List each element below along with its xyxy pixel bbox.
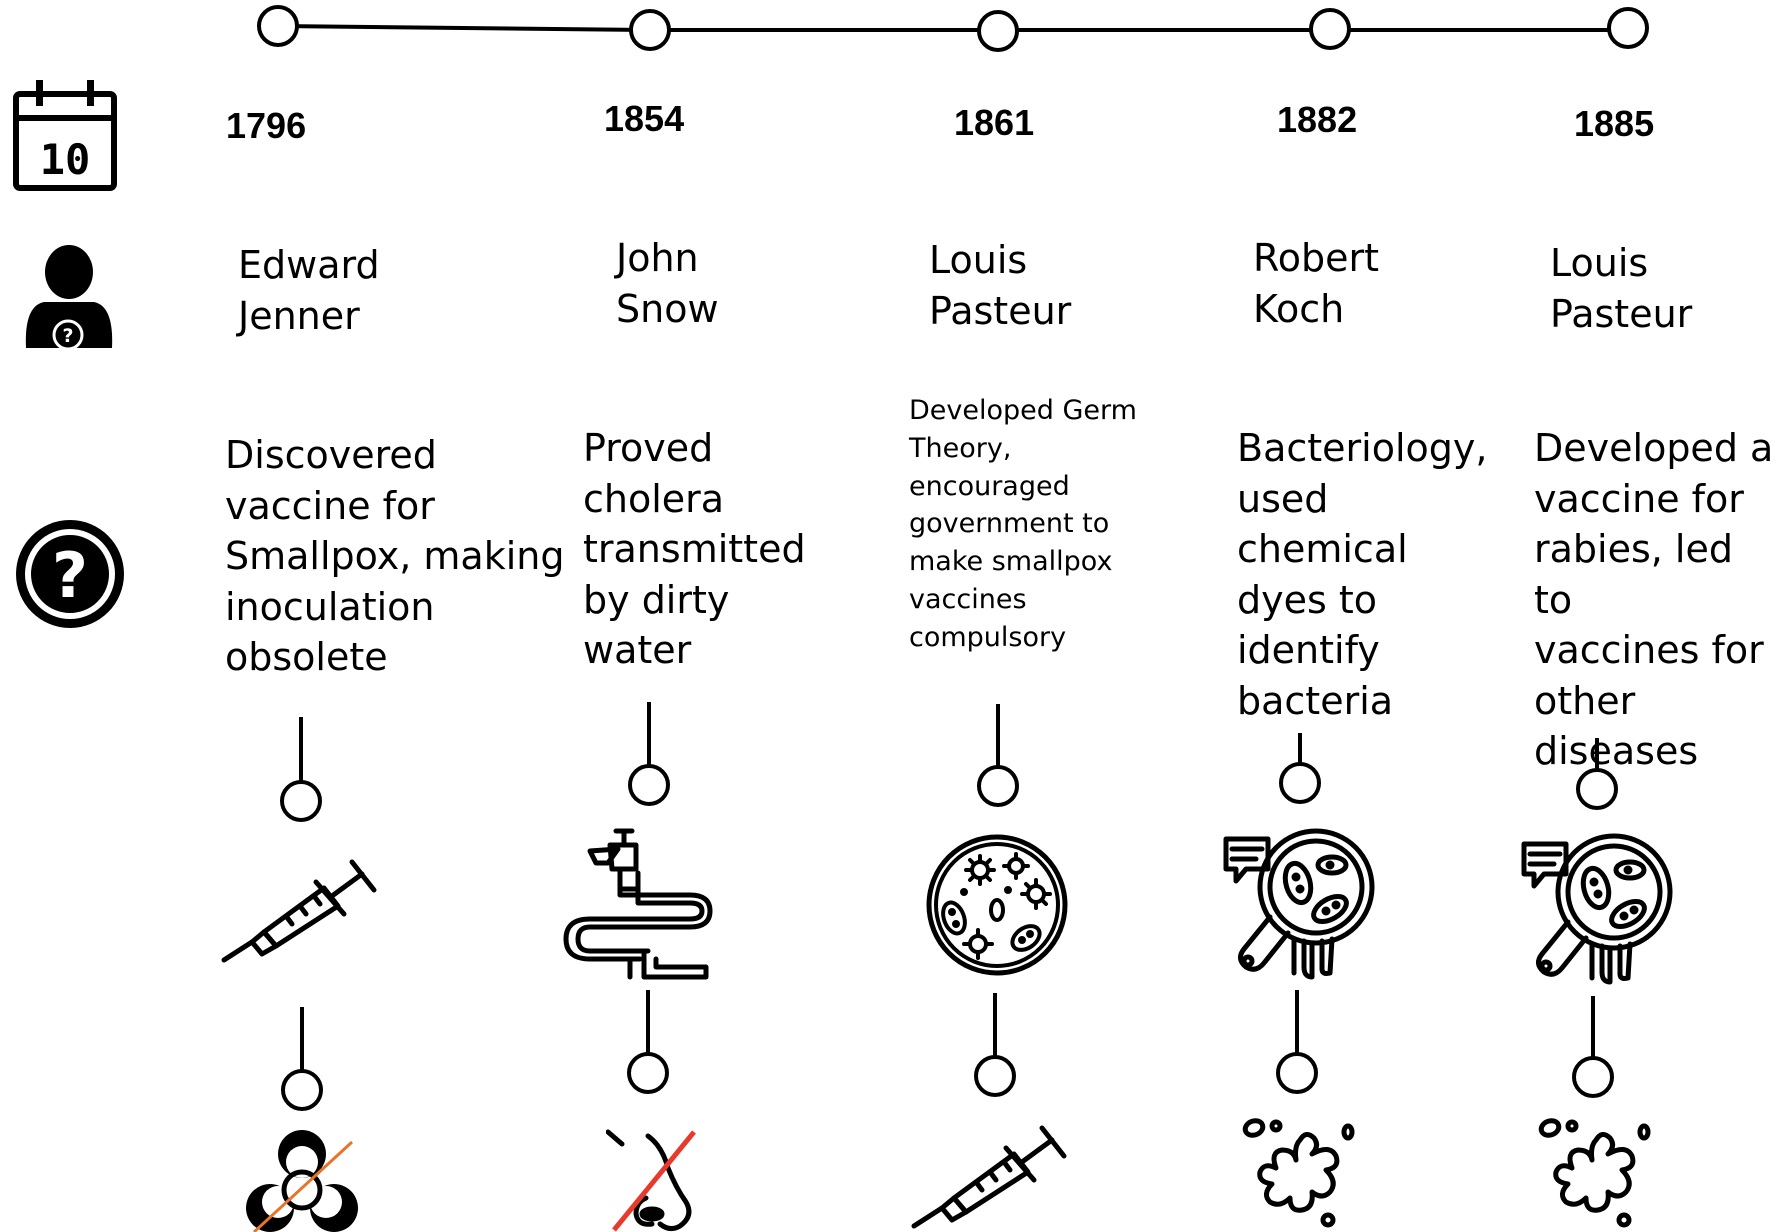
syringe-icon [221,859,377,963]
stain-splash-icon [1242,1118,1355,1228]
bacteria-magnifier-icon [1223,828,1375,980]
person-name: Louis Pasteur [1550,241,1693,336]
connector-node [977,765,1019,807]
connector-node [280,780,322,822]
connector-node [1576,768,1618,810]
timeline-node-1861 [977,10,1019,52]
calendar-day: 10 [40,135,91,184]
strike-line [612,1130,696,1232]
crossed-out-biohazard-icon [246,1130,358,1232]
connector-node [627,1052,669,1094]
year-label: 1854 [604,98,685,139]
connector-node [1572,1056,1614,1098]
timeline-line [277,24,1628,32]
event-description: Proved cholera transmitted by dirty wate… [583,426,806,673]
connector-node [974,1055,1016,1097]
question-icon: ? [16,520,124,628]
person-name: Louis Pasteur [929,238,1072,333]
connector-node [1276,1052,1318,1094]
event-description: Discovered vaccine for Smallpox, making … [225,433,565,680]
year-label: 1885 [1574,103,1655,144]
bacteria-magnifier-icon [1521,833,1673,985]
unknown-person-icon: ? [25,245,113,351]
water-pipe-icon [563,828,713,980]
person-name: Robert Koch [1253,236,1379,331]
timeline-node-1796 [257,5,299,47]
event-description: Developed Germ Theory, encouraged govern… [909,395,1137,653]
connector-node [628,764,670,806]
strike-line [252,1140,354,1232]
connector-node [1279,762,1321,804]
top-timeline [257,5,1649,52]
crossed-out-nose-icon [606,1129,696,1232]
event-description: Bacteriology, used chemical dyes to iden… [1237,426,1488,723]
connector-node [281,1069,323,1111]
event-description: Developed a vaccine for rabies, led to v… [1534,426,1774,774]
person-name: John Snow [616,236,719,331]
year-label: 1882 [1277,99,1358,140]
connectors [280,702,1618,1111]
year-label: 1796 [226,105,307,146]
germs-icon [926,834,1068,976]
stain-splash-icon [1538,1118,1651,1228]
timeline-node-1854 [629,9,671,51]
timeline-node-1885 [1607,7,1649,49]
calendar-icon: 10 [13,80,117,191]
timeline-node-1882 [1309,8,1351,50]
year-label: 1861 [954,102,1035,143]
syringe-icon [911,1125,1067,1229]
svg-text:?: ? [52,539,88,612]
svg-text:?: ? [62,325,73,347]
person-name: Edward Jenner [238,243,380,338]
